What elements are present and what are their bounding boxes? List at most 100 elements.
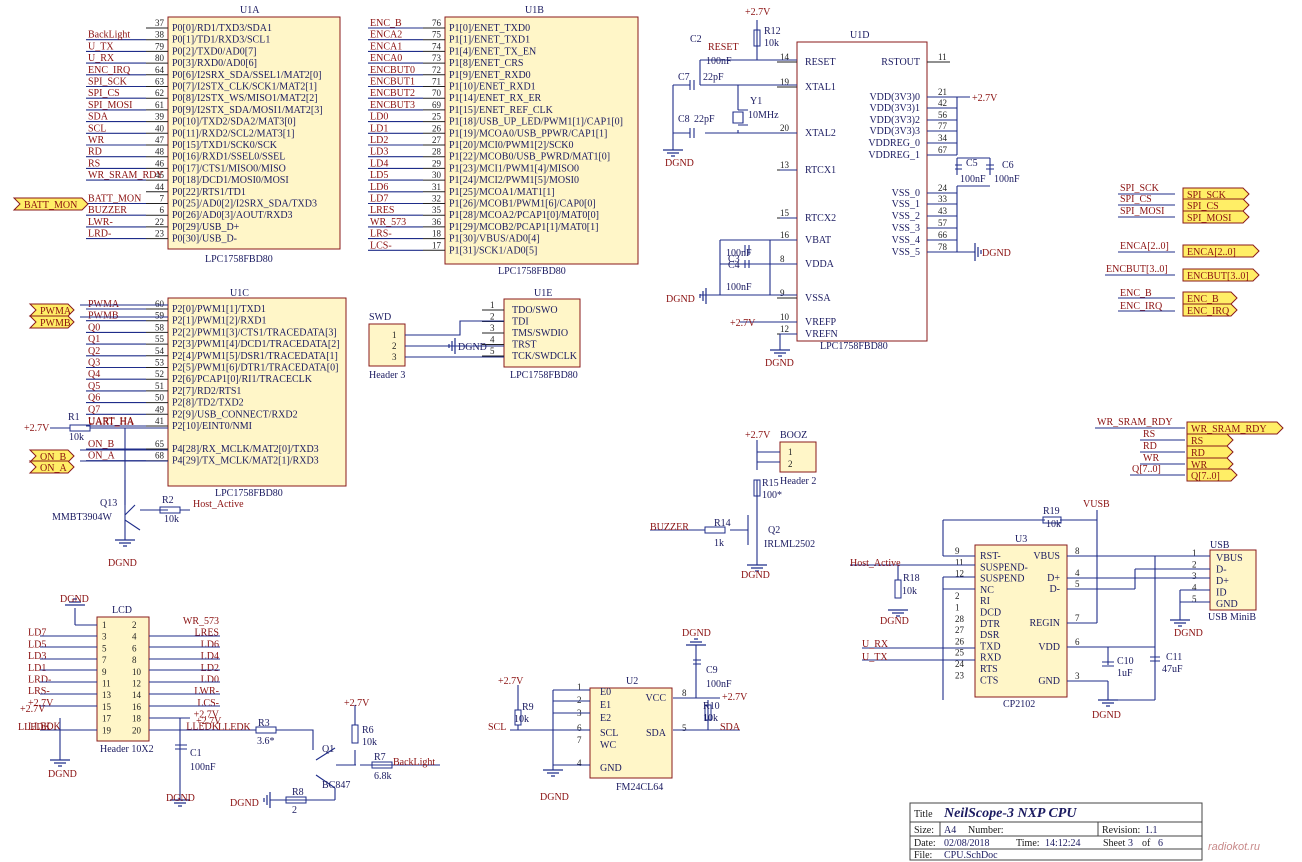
port-flag [28,460,75,474]
booz-part: Header 2 [780,476,816,487]
pin-number: 60 [155,299,165,309]
pin-number: 30 [432,170,442,180]
u1d-body [796,41,928,342]
port-flag-label: WR [1191,460,1207,471]
pin-name: P1[30]/VBUS/AD0[4] [449,234,540,245]
sheet-title: NeilScope-3 NXP CPU [943,806,1077,821]
pin-number: 55 [155,334,165,344]
pin-name: P1[10]/ENET_RXD1 [449,82,536,93]
net-label: ON_A [88,451,115,462]
pin-name: P1[0]/ENET_TXD0 [449,23,530,34]
pin-name: TRST [512,340,536,351]
component-label: R10 [703,701,720,712]
net-label: +2.7V [498,676,524,687]
port-flag-label: WR_SRAM_RDY [1191,424,1267,435]
r8-body [285,796,307,804]
net-label: Q0 [88,322,100,333]
net-label: +2.7V [730,318,756,329]
pin-number: 18 [132,714,142,724]
r1-body [69,424,91,432]
port-flag [1186,445,1234,459]
net-label: +2.7V [24,423,50,434]
net-label: DGND [1092,710,1121,721]
title-label: Title [914,809,933,820]
pin-number: 12 [780,324,789,334]
component-label: C6 [1002,160,1014,171]
pin-number: 41 [155,416,164,426]
pin-number: 8 [780,254,785,264]
pin-number: 10 [132,667,142,677]
component-label: C2 [690,34,702,45]
component-label: 2 [292,805,297,816]
component-label: 10k [164,514,179,525]
net-label: LLEDK [18,722,52,733]
component-label: 100* [762,490,782,501]
component-label: R9 [522,702,534,713]
net-label: SPI_SCK [88,77,128,88]
net-label: SCL [88,123,106,134]
u1d-ref: U1D [850,30,869,41]
ground-icon [1098,699,1118,707]
pin-number: 2 [490,312,495,322]
component-label: 100nF [706,679,732,690]
pin-number: 18 [432,229,442,239]
pin-name: VDD(3V3)0 [869,92,920,103]
component-label: 10k [703,713,718,724]
pin-name: VDDREG_0 [868,138,920,149]
net-label: LD3 [28,651,46,662]
booz-pin1: 1 [788,447,793,457]
port-flag [28,315,75,329]
net-label: DGND [982,248,1011,259]
pin-name: XTAL2 [805,128,836,139]
pin-name: GND [1038,676,1060,687]
u1c-part: LPC1758FBD80 [215,488,283,499]
net-label: +2.7V [194,710,220,721]
pin-number: 75 [432,30,442,40]
pin-name: P0[10]/TXD2/SDA2/MAT3[0] [172,117,296,128]
net-label: RS [88,158,100,169]
pin-name: VDD(3V3)1 [869,103,920,114]
pin-number: 24 [955,659,965,669]
pin-number: 27 [955,625,965,635]
net-label: LLEDK [28,721,62,732]
pin-number: 14 [780,52,790,62]
number-label: Number: [968,825,1004,836]
date-value: 02/08/2018 [944,838,990,849]
pin-name: P1[8]/ENET_CRS [449,58,523,69]
net-label: LD5 [28,639,46,650]
r14-body [704,526,726,534]
pin-name: VCC [645,693,666,704]
net-label: DGND [880,616,909,627]
net-label: BackLight [393,757,435,768]
pin-number: 59 [155,311,165,321]
net-label: Host_Active [850,558,901,569]
component-label: 100nF [190,762,216,773]
pin-number: 1 [102,620,107,630]
port-flag-label: ENCBUT[3..0] [1187,271,1249,282]
net-label: LD6 [370,182,388,193]
net-label: Q4 [88,369,100,380]
pin-name: P2[10]/EINT0/NMI [172,421,252,432]
pin-number: 51 [155,381,164,391]
net-label: Q1 [88,334,100,345]
component-label: R12 [764,26,781,37]
pin-number: 5 [682,723,687,733]
pin-number: 77 [938,121,948,131]
u2-part: FM24CL64 [616,782,663,793]
pin-name: TCK/SWDCLK [512,351,578,362]
pin-name: VDDA [805,259,835,270]
pin-name: P0[8]/I2STX_WS/MISO1/MAT2[2] [172,93,318,104]
pin-number: 5 [1075,579,1080,589]
pin-name: P1[1]/ENET_TXD1 [449,35,530,46]
pin-name: REGIN [1029,618,1060,629]
pin-number: 7 [1075,613,1080,623]
u2-body [589,687,673,779]
port-flag [1182,268,1260,282]
pin-number: 2 [1192,560,1197,570]
pin-name: VDDREG_1 [868,150,920,161]
pin-number: 12 [955,569,964,579]
pin-number: 57 [938,218,948,228]
net-label: ENCBUT0 [370,65,415,76]
